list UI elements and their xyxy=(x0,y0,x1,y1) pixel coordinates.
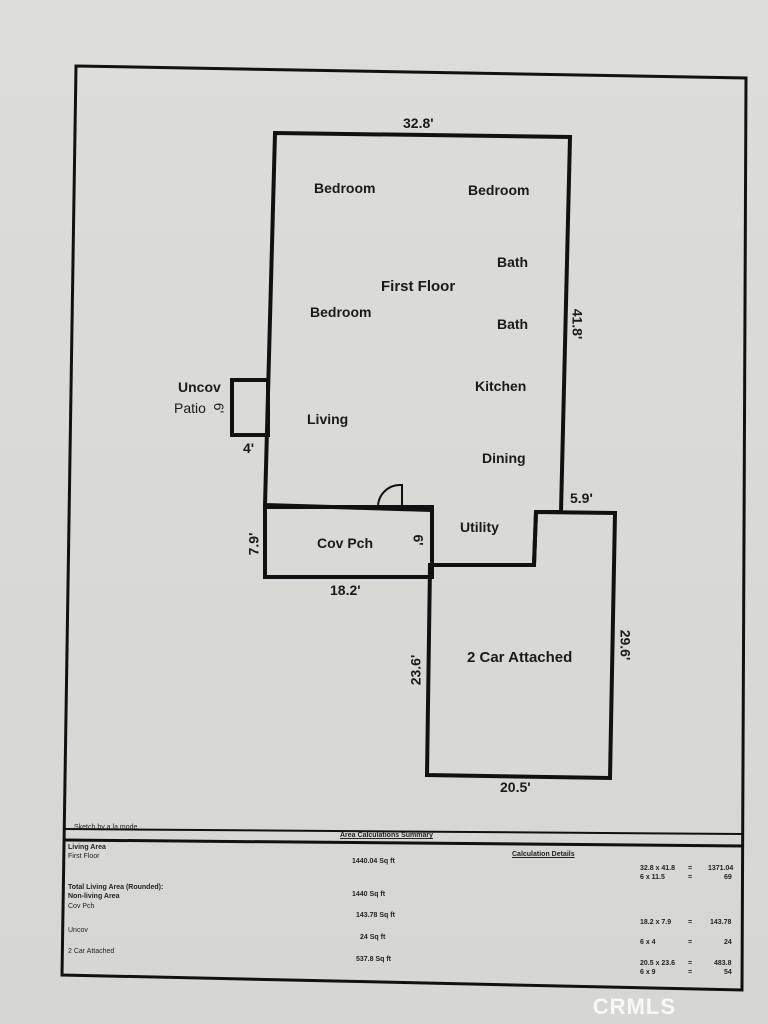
calc-expr: 6 x 11.5 xyxy=(640,874,665,881)
dim-garage-right: 29.6' xyxy=(617,629,634,661)
calc-eq: = xyxy=(688,919,693,926)
room-bedroom: Bedroom xyxy=(310,304,372,320)
calc-val: 54 xyxy=(724,969,732,976)
calc-eq: = xyxy=(688,865,693,872)
dim-top-width: 32.8' xyxy=(403,115,434,131)
dim-porch-inner: 6' xyxy=(410,534,427,546)
room-garage: 2 Car Attached xyxy=(467,649,573,666)
floor-label: First Floor xyxy=(381,278,456,295)
page-border xyxy=(60,64,748,992)
details-title: Calculation Details xyxy=(512,851,575,858)
calc-eq: = xyxy=(688,960,693,967)
uncovered-patio-outline xyxy=(230,378,270,437)
summary-divider xyxy=(64,828,745,835)
calc-expr: 6 x 4 xyxy=(640,939,656,946)
room-covered-porch: Cov Pch xyxy=(317,535,374,551)
summary-header-line xyxy=(63,838,744,848)
calc-eq: = xyxy=(688,969,693,976)
dim-porch-height: 7.9' xyxy=(245,532,262,556)
calc-val: 1371.04 xyxy=(708,865,734,872)
garage-outline xyxy=(424,509,618,781)
cov-pch-label: Cov Pch xyxy=(68,903,95,910)
calc-val: 143.78 xyxy=(710,919,732,926)
uncov-label: Uncov xyxy=(68,927,88,934)
dim-patio-width: 4' xyxy=(243,440,255,456)
dim-right-height: 41.8' xyxy=(569,308,586,340)
non-living-label: Non-living Area xyxy=(68,893,120,900)
room-utility: Utility xyxy=(460,519,499,535)
room-uncov: Uncov xyxy=(178,379,221,395)
garage-value: 537.8 Sq ft xyxy=(356,956,392,963)
calc-expr: 18.2 x 7.9 xyxy=(640,919,672,926)
room-patio: Patio xyxy=(174,400,206,416)
calc-val: 483.8 xyxy=(714,960,732,967)
door-swing-icon xyxy=(377,484,403,508)
calc-val: 24 xyxy=(724,939,732,946)
calc-val: 69 xyxy=(724,874,732,881)
calc-eq: = xyxy=(688,874,693,881)
summary-title: Area Calculations Summary xyxy=(340,832,433,839)
room-kitchen: Kitchen xyxy=(475,378,527,394)
room-dining: Dining xyxy=(482,450,526,466)
room-bedroom: Bedroom xyxy=(468,182,530,198)
sketch-credit: Sketch by a la mode xyxy=(74,824,138,831)
cov-pch-value: 143.78 Sq ft xyxy=(356,912,395,919)
dim-garage-width: 20.5' xyxy=(500,779,531,795)
living-area-label: Living Area xyxy=(68,844,106,851)
room-bath: Bath xyxy=(497,316,529,332)
total-living-label: Total Living Area (Rounded): xyxy=(68,884,164,891)
watermark: CRMLS xyxy=(592,994,676,1019)
calc-eq: = xyxy=(688,939,693,946)
dim-porch-width: 18.2' xyxy=(330,582,361,598)
garage-label: 2 Car Attached xyxy=(68,948,115,955)
covered-porch-outline xyxy=(263,505,434,579)
dim-garage-offset: 5.9' xyxy=(570,490,593,506)
room-bath: Bath xyxy=(497,254,529,270)
total-living-value: 1440 Sq ft xyxy=(352,891,386,898)
calc-expr: 32.8 x 41.8 xyxy=(640,865,676,872)
calc-expr: 20.5 x 23.6 xyxy=(640,960,676,967)
dim-garage-left: 23.6' xyxy=(407,654,424,686)
dim-patio-height: 6' xyxy=(211,402,228,414)
first-floor-label: First Floor xyxy=(68,853,100,860)
uncov-value: 24 Sq ft xyxy=(360,934,386,941)
room-living: Living xyxy=(307,411,349,427)
calc-expr: 6 x 9 xyxy=(640,969,656,976)
first-floor-value: 1440.04 Sq ft xyxy=(352,858,395,865)
room-bedroom: Bedroom xyxy=(314,180,376,196)
